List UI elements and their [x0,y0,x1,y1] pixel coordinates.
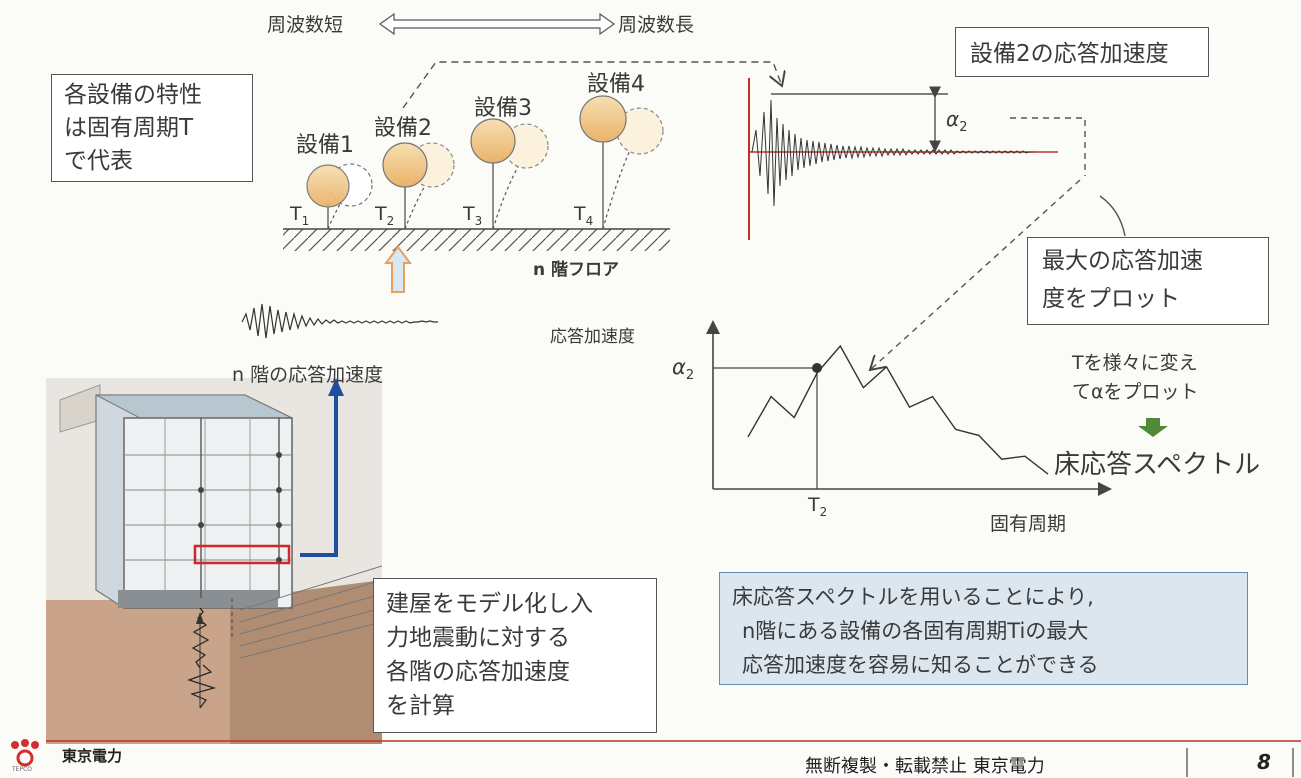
graph-xlabel: 固有周期 [990,509,1066,536]
equipment-4-label: 設備4 [587,66,645,98]
conclusion-line-2: n階にある設備の各固有周期Tiの最大 [742,615,1088,645]
period-t2-label: T2 [375,203,394,228]
alpha2-marker [812,363,822,373]
response-title: 設備2の応答加速度 [970,34,1208,68]
plot-max-note: 最大の応答加速 度をプロット [1027,237,1269,325]
response-title-box: 設備2の応答加速度 [955,27,1209,77]
spectrum-curve-line [748,346,1048,474]
plot-note-line-2: 度をプロット [1042,280,1268,318]
building-note: 建屋をモデル化し入 力地震動に対する 各階の応答加速度 を計算 [373,578,657,733]
page-number: 8 [1257,750,1271,774]
equipment-2-label: 設備2 [374,110,432,142]
floor-label: n 階フロア [533,255,619,280]
period-t4-label: T4 [574,203,593,228]
building-model-illustration [46,378,382,744]
floor-ground [283,229,670,251]
building-note-line-4: を計算 [386,689,656,723]
equipment-1-label: 設備1 [296,127,354,159]
period-t3-label: T3 [463,203,482,228]
characteristics-line-2: は固有周期T [64,112,252,145]
graph-alpha-tick: α2 [672,355,694,383]
floor-acceleration-label: n 階の応答加速度 [232,360,383,387]
copyright-notice: 無断複製・転載禁止 東京電力 [805,752,1045,778]
characteristics-line-3: で代表 [64,145,252,178]
characteristics-line-1: 各設備の特性 [64,79,252,112]
company-name: 東京電力 [62,745,122,766]
spectrum-graph-axes [706,320,1112,496]
graph-t-tick: T2 [808,494,827,519]
callout-curve [1100,196,1125,236]
result-down-arrow [1138,418,1168,437]
response-signal-plot [749,78,1085,240]
frequency-double-arrow [380,14,614,34]
plot-note-line-1: 最大の応答加速 [1042,242,1268,280]
building-note-line-1: 建屋をモデル化し入 [386,587,656,621]
conclusion-box: 床応答スペクトルを用いることにより, n階にある設備の各固有周期Tiの最大 応答… [719,572,1248,685]
graph-ylabel: 応答加速度 [550,322,635,347]
spectrum-label: 床応答スペクトル [1054,444,1260,481]
conclusion-line-1: 床応答スペクトルを用いることにより, [732,581,1094,611]
conclusion-line-3: 応答加速度を容易に知ることができる [742,649,1099,679]
tepco-logo [11,739,39,765]
spectrum-curve-group [748,346,1048,474]
vary-note-line-1: Tを様々に変え [1072,348,1198,375]
building-note-line-3: 各階の応答加速度 [386,655,656,689]
freq-long-label: 周波数長 [618,10,694,37]
vary-note-line-2: てαをプロット [1072,377,1199,404]
input-up-arrow [386,247,410,292]
floor-acceleration-waveform [242,304,438,338]
equipment-3-label: 設備3 [474,90,532,122]
alpha2-response-label: α2 [946,107,967,135]
equipment-1-model [307,164,372,229]
company-sub: TEPCO [12,766,32,773]
building-note-line-2: 力地震動に対する [386,621,656,655]
equipment-3-model [471,119,548,229]
period-t1-label: T1 [290,203,309,228]
freq-short-label: 周波数短 [267,10,343,37]
characteristics-note: 各設備の特性 は固有周期T で代表 [51,74,253,182]
